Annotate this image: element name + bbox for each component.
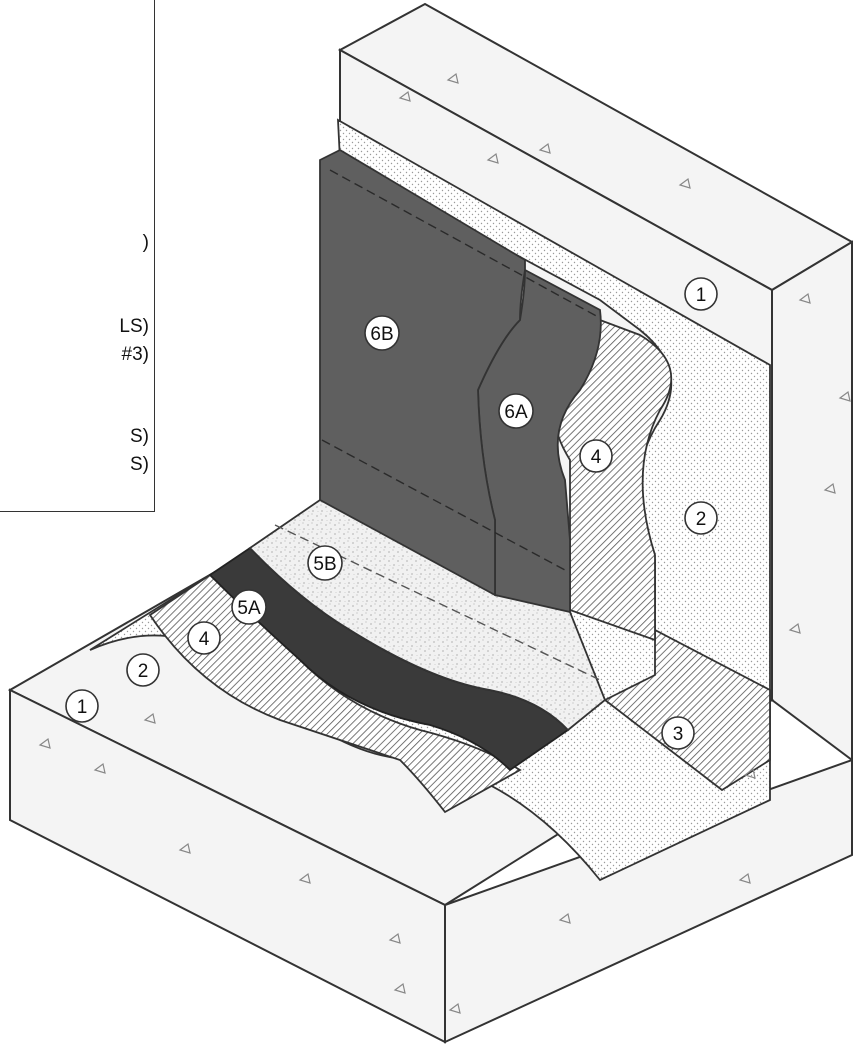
wall-membrane-6b — [319, 148, 526, 597]
callout-2-left: 2 — [126, 653, 160, 687]
layer-6-wall-membrane — [319, 148, 602, 614]
svg-text:2: 2 — [696, 509, 707, 530]
callout-3: 3 — [661, 716, 695, 750]
svg-text:6B: 6B — [370, 324, 393, 345]
layer-3-corner-strip — [603, 628, 771, 792]
svg-text:1: 1 — [77, 697, 88, 718]
svg-text:6A: 6A — [504, 402, 528, 423]
callout-6b: 6B — [364, 315, 400, 351]
svg-text:5A: 5A — [237, 598, 261, 619]
membrane-seam-lower — [321, 439, 566, 571]
legend-line-3: #3) — [121, 345, 149, 365]
corner-strip — [603, 628, 771, 792]
svg-text:5B: 5B — [313, 554, 336, 575]
membrane-seam-upper — [329, 169, 601, 319]
legend-line-2: LS) — [119, 317, 149, 337]
svg-text:2: 2 — [138, 661, 149, 682]
legend-line-5: S) — [130, 455, 149, 475]
callout-4-wall: 4 — [579, 439, 613, 473]
svg-text:3: 3 — [673, 724, 684, 745]
legend-line-4: S) — [130, 427, 149, 447]
callout-5b: 5B — [307, 545, 343, 581]
wall-side-face — [771, 240, 853, 762]
callout-1-left: 1 — [65, 689, 99, 723]
callout-1-top: 1 — [684, 277, 718, 311]
legend-box: ) LS) #3) S) S) — [0, 0, 155, 512]
concrete-aggregate-marks — [38, 72, 851, 1014]
legend-line-1: ) — [142, 233, 149, 253]
callout-2-right: 2 — [684, 501, 718, 535]
svg-text:1: 1 — [696, 285, 707, 306]
svg-text:4: 4 — [591, 447, 602, 468]
callout-4-floor: 4 — [187, 621, 221, 655]
svg-text:4: 4 — [199, 629, 210, 650]
callout-6a: 6A — [498, 393, 534, 429]
callout-5a: 5A — [231, 589, 267, 625]
